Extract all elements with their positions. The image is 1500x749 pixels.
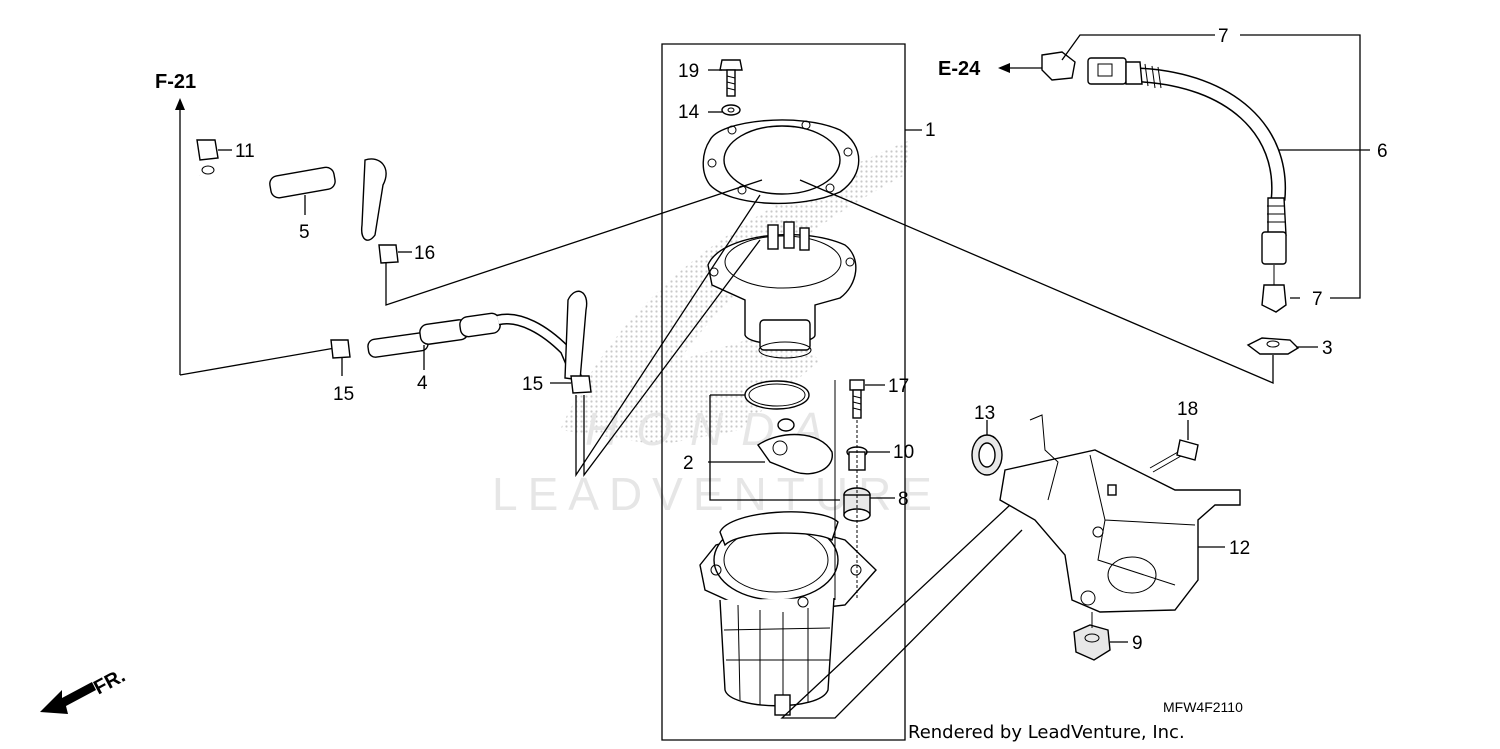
pressure-regulator-fitting[interactable] <box>777 418 795 432</box>
part-label-18[interactable]: 18 <box>1177 399 1198 420</box>
front-arrow: FR. <box>40 665 129 714</box>
part-label-5[interactable]: 5 <box>299 222 310 243</box>
grommet-13[interactable] <box>971 434 1003 476</box>
assembly-frame <box>661 43 906 741</box>
drawing-code: MFW4F2110 <box>1163 699 1243 715</box>
part-label-1[interactable]: 1 <box>925 120 936 141</box>
fuel-hose-4[interactable] <box>367 290 588 388</box>
bracket-12[interactable] <box>999 414 1241 613</box>
leader-p2 <box>708 394 840 501</box>
part-label-2[interactable]: 2 <box>683 453 694 474</box>
connector-clip-7-bottom[interactable] <box>1261 284 1287 313</box>
clip-11[interactable] <box>196 139 219 175</box>
bolt-17[interactable] <box>849 379 865 419</box>
fuel-hose-5[interactable] <box>197 158 387 241</box>
part-label-14[interactable]: 14 <box>678 102 700 123</box>
part-label-7-top[interactable]: 7 <box>1218 26 1229 47</box>
connector-clip-7-top[interactable] <box>1041 51 1076 81</box>
part-label-12[interactable]: 12 <box>1229 538 1250 559</box>
clip-15-left[interactable] <box>330 339 351 359</box>
part-label-6[interactable]: 6 <box>1377 141 1388 162</box>
clip-16[interactable] <box>378 244 399 264</box>
part-label-8[interactable]: 8 <box>898 489 909 510</box>
clip-15-right[interactable] <box>570 375 592 394</box>
connector-lines <box>385 179 763 478</box>
part-label-9[interactable]: 9 <box>1132 633 1143 654</box>
bracket-to-strainer-line <box>780 504 1023 719</box>
part-label-4[interactable]: 4 <box>417 373 428 394</box>
part-label-3[interactable]: 3 <box>1322 338 1333 359</box>
retainer-3[interactable] <box>1246 337 1300 355</box>
watermark: HONDA LEADVENTURE <box>492 140 942 520</box>
part-label-13[interactable]: 13 <box>974 403 995 424</box>
p3-to-pump-line <box>799 179 1274 384</box>
bolt-19[interactable] <box>719 59 743 97</box>
watermark-text: LEADVENTURE <box>492 468 942 520</box>
part-label-19[interactable]: 19 <box>678 61 699 82</box>
pump-gasket[interactable] <box>702 119 860 205</box>
nut-9[interactable] <box>1073 624 1111 661</box>
fuel-hose-6[interactable] <box>1087 57 1287 265</box>
part-label-15-right[interactable]: 15 <box>522 374 543 395</box>
part-label-10[interactable]: 10 <box>893 442 914 463</box>
ref-e24[interactable]: E-24 <box>938 58 981 80</box>
credit-text: Rendered by LeadVenture, Inc. <box>908 722 1185 743</box>
o-ring-2[interactable] <box>744 380 810 410</box>
leader-p7 <box>1061 34 1361 299</box>
part-label-7-bottom[interactable]: 7 <box>1312 289 1323 310</box>
fuel-pump-head[interactable] <box>707 221 857 359</box>
part-label-17[interactable]: 17 <box>888 376 909 397</box>
washer-14[interactable] <box>721 104 741 116</box>
regulator-plate-2[interactable] <box>757 433 833 475</box>
part-label-16[interactable]: 16 <box>414 243 435 264</box>
front-label: FR. <box>90 665 129 700</box>
part-label-15-left[interactable]: 15 <box>333 384 354 405</box>
ref-f21[interactable]: F-21 <box>155 71 196 93</box>
part-label-11[interactable]: 11 <box>235 141 255 162</box>
bolt-18[interactable] <box>1149 439 1199 473</box>
fuel-strainer[interactable] <box>699 511 877 716</box>
